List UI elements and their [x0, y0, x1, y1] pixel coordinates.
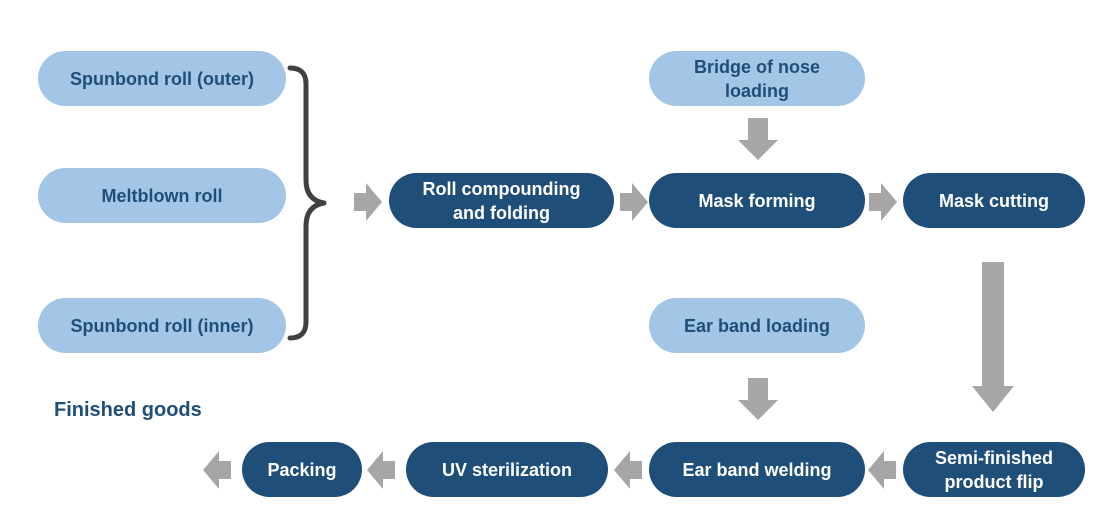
step-ear-band-welding-label: Ear band welding — [682, 459, 832, 480]
step-product-flip: Semi-finished product flip — [903, 442, 1085, 497]
input-spunbond-inner: Spunbond roll (inner) — [38, 298, 286, 353]
arrow-left-icon — [868, 451, 896, 489]
arrow-down-long-icon — [972, 262, 1014, 412]
step-mask-cutting: Mask cutting — [903, 173, 1085, 228]
arrow-left-icon — [614, 451, 642, 489]
step-uv-sterilization-label: UV sterilization — [441, 459, 573, 480]
step-packing-label: Packing — [267, 459, 337, 480]
input-ear-band-loading: Ear band loading — [649, 298, 865, 353]
arrow-left-icon — [367, 451, 395, 489]
arrow-right-icon — [354, 183, 382, 221]
step-roll-compounding-label: Roll compounding and folding — [422, 178, 581, 223]
input-meltblown: Meltblown roll — [38, 168, 286, 223]
step-uv-sterilization: UV sterilization — [406, 442, 608, 497]
input-nose-bridge: Bridge of nose loading — [649, 51, 865, 106]
step-roll-compounding: Roll compounding and folding — [389, 173, 614, 228]
arrow-down-icon — [738, 378, 778, 420]
input-nose-bridge-label: Bridge of nose loading — [693, 56, 820, 101]
step-mask-forming-label: Mask forming — [698, 190, 816, 211]
arrow-right-icon — [620, 183, 648, 221]
arrow-right-icon — [869, 183, 897, 221]
input-spunbond-inner-label: Spunbond roll (inner) — [70, 315, 254, 336]
step-mask-cutting-label: Mask cutting — [938, 190, 1049, 211]
finished-goods-label: Finished goods — [54, 399, 202, 421]
input-spunbond-outer-label: Spunbond roll (outer) — [70, 68, 254, 89]
input-ear-band-loading-label: Ear band loading — [683, 315, 830, 336]
arrow-left-icon — [203, 451, 231, 489]
arrow-down-icon — [738, 118, 778, 160]
input-meltblown-label: Meltblown roll — [101, 185, 223, 206]
grouping-brace — [287, 65, 327, 341]
input-spunbond-outer: Spunbond roll (outer) — [38, 51, 286, 106]
step-mask-forming: Mask forming — [649, 173, 865, 228]
step-packing: Packing — [242, 442, 362, 497]
step-product-flip-label: Semi-finished product flip — [934, 447, 1054, 492]
step-ear-band-welding: Ear band welding — [649, 442, 865, 497]
